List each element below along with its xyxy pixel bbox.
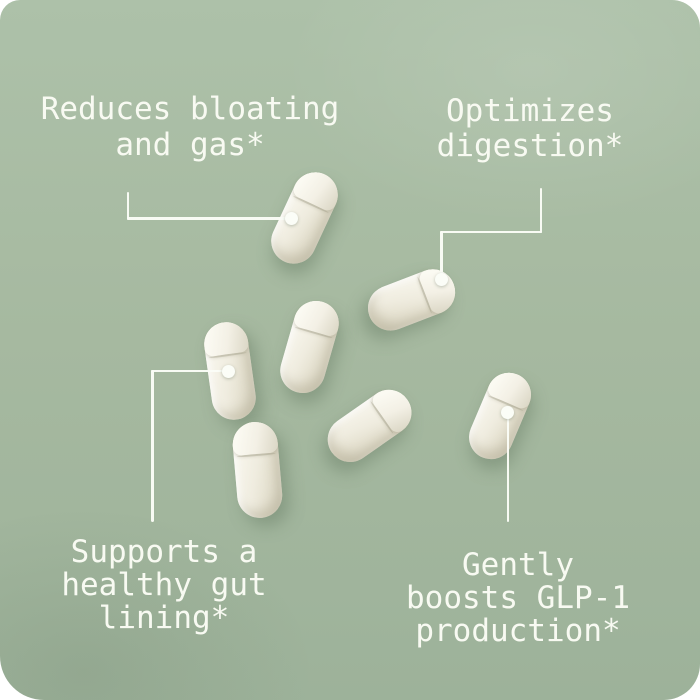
callout-line [126, 192, 129, 220]
label-text: Reduces bloating [40, 91, 340, 127]
label-text: digestion* [436, 128, 624, 164]
label-text: Gently [462, 547, 574, 583]
benefit-label-gut-lining: Supports a healthy gut lining* [0, 536, 344, 635]
capsule [230, 420, 285, 520]
benefit-label-glp1-production: Gently boosts GLP-1 production* [338, 549, 698, 648]
callout-line [126, 217, 293, 220]
capsule [318, 381, 421, 471]
callout-line [440, 230, 542, 233]
label-text: Supports a [70, 534, 258, 570]
callout-line [440, 230, 443, 279]
label-text: lining* [98, 600, 230, 636]
label-text: healthy gut [61, 567, 267, 603]
callout-dot [222, 364, 235, 378]
benefit-label-optimizes-digestion: Optimizes digestion* [350, 94, 700, 164]
capsule [361, 262, 462, 338]
callout-line [151, 369, 154, 522]
label-text: Optimizes [446, 93, 614, 129]
label-text: boosts GLP-1 [406, 580, 630, 616]
callout-line [539, 188, 542, 233]
label-text: and gas* [115, 127, 265, 163]
callout-line [506, 413, 509, 522]
capsule [462, 365, 538, 467]
callout-dot [501, 406, 514, 419]
capsule [274, 295, 345, 399]
label-text: production* [415, 613, 621, 649]
callout-dot [434, 273, 448, 286]
callout-dot [285, 212, 298, 225]
callout-line [151, 369, 228, 373]
benefit-label-reduces-bloating: Reduces bloating and gas* [10, 91, 370, 163]
